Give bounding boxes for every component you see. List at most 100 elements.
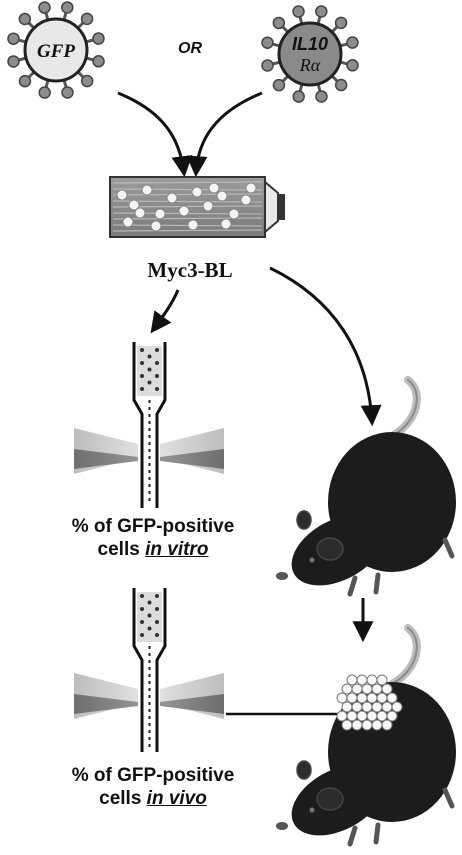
cell (128, 199, 140, 211)
culture-flask (109, 176, 285, 238)
virus-spike-knob (92, 32, 105, 45)
virus-spike-knob (346, 59, 359, 72)
virus-spike-knob (272, 16, 286, 30)
tumor-cell (376, 692, 388, 704)
tumor-cell (361, 683, 373, 695)
tumor-cell (381, 683, 393, 695)
tumor-cell (351, 683, 363, 695)
cell (147, 626, 152, 631)
virus-spike-knob (292, 5, 305, 18)
tumor-cell (371, 701, 383, 713)
gfp-virus: GFP (7, 1, 105, 99)
tumor-cell (341, 683, 353, 695)
flask-cells (116, 182, 257, 232)
tumor (336, 674, 403, 731)
laser-beam-bottom (74, 449, 224, 469)
tumor-cell (356, 710, 368, 722)
cell (140, 387, 144, 391)
mouse-eye (309, 557, 315, 563)
cell (140, 348, 144, 352)
virus-spike-knob (61, 1, 74, 14)
sample-cells (140, 348, 159, 391)
cell (140, 361, 144, 365)
caption-in-vivo-emphasis: in vivo (146, 788, 207, 809)
virus-spike-knob (7, 55, 20, 68)
virus-spike-knob (261, 36, 274, 49)
sample-cells (140, 594, 159, 637)
tumor-cell (356, 692, 368, 704)
gfp-virus-spikes (7, 1, 105, 99)
cell (155, 361, 159, 365)
gfp-virus-capsid (23, 17, 89, 83)
cell (202, 200, 214, 212)
mouse-nose (276, 822, 288, 830)
cell (150, 220, 162, 232)
cell (155, 348, 159, 352)
virus-spike-knob (334, 78, 348, 92)
tumor-cell (371, 719, 383, 731)
flow-nozzle (132, 588, 167, 752)
cell (178, 205, 190, 217)
caption-in-vitro-emphasis: in vitro (145, 539, 209, 560)
cell (147, 367, 152, 372)
cell (228, 208, 240, 220)
cell (155, 607, 159, 611)
arrow-gfp-to-flask (117, 91, 193, 178)
tumor-cell (346, 692, 358, 704)
tumor-cell (386, 692, 398, 704)
tumor-cell (386, 710, 398, 722)
virus-spike-knob (61, 86, 74, 99)
virus-spike-knob (315, 5, 328, 18)
cell (191, 186, 203, 198)
cell (141, 184, 153, 196)
mouse-1 (276, 376, 456, 597)
virus-spike-knob (80, 12, 94, 26)
virus-spike-knob (7, 32, 20, 45)
mouse-feet (347, 787, 455, 847)
caption-in-vitro-cells: cells (97, 539, 146, 560)
tumor-cell (381, 719, 393, 731)
cell (155, 633, 159, 637)
cell (116, 189, 128, 201)
cell (140, 607, 144, 611)
tumor-cell (341, 701, 353, 713)
mouse-nose (276, 572, 288, 580)
flow-cytometer-vivo (74, 588, 224, 752)
virus-spike-knob (18, 12, 32, 26)
cell (154, 208, 166, 220)
cell (134, 207, 146, 219)
mouse-2 (276, 624, 456, 847)
or-label: OR (178, 40, 202, 57)
cell (122, 216, 134, 228)
flow-cytometer-vitro (74, 342, 224, 508)
virus-spike-knob (261, 59, 274, 72)
cell (220, 218, 232, 230)
tumor-cell (376, 710, 388, 722)
tumor-cell (361, 701, 373, 713)
tumor-cell (366, 692, 378, 704)
virus-spike-knob (80, 74, 94, 88)
tumor-cell (366, 710, 378, 722)
tumor-cell (336, 710, 348, 722)
cell (147, 613, 152, 618)
tumor-cell (346, 710, 358, 722)
cell (155, 620, 159, 624)
caption-in-vitro-line1: % of GFP-positive (71, 516, 235, 537)
caption-in-vivo-cells: cells (99, 788, 147, 809)
cell (140, 633, 144, 637)
cell (147, 380, 152, 385)
cell (140, 620, 144, 624)
cell-line-label: Myc3-BL (147, 258, 233, 282)
tumor-cell (351, 701, 363, 713)
tumor-cell (341, 719, 353, 731)
mouse-feet (347, 537, 455, 597)
cell (187, 219, 199, 231)
mouse-eye (309, 807, 315, 813)
cell (140, 374, 144, 378)
cell (155, 374, 159, 378)
virus-spike-knob (315, 90, 328, 103)
il10-virus: IL10 Rα (261, 5, 359, 103)
cell (208, 182, 220, 194)
